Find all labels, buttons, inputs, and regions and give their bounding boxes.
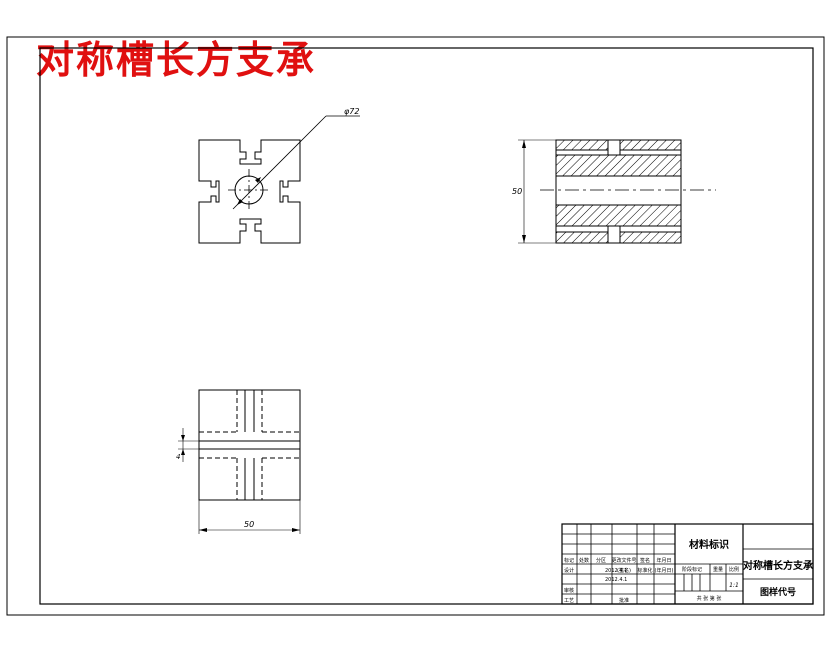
tb-col-label-sign: 签名: [640, 557, 650, 564]
front-profile-outline: [198, 139, 301, 244]
tb-scale: 1:1: [729, 582, 739, 589]
tb-review-date: 2012.4.1: [605, 577, 627, 583]
diameter-label: φ72: [344, 107, 359, 116]
tb-col-label-date: 年月日: [656, 557, 671, 564]
tb-design-date: 2012.4.1: [605, 568, 627, 574]
tb-weight-label: 重量: [713, 566, 723, 573]
diameter-arrow-1: [237, 199, 243, 205]
side-hatch-bottom-right: [619, 231, 682, 244]
tb-approved: 批准: [619, 597, 629, 604]
inner-border: [39, 47, 814, 605]
title-block-text: 材料标识 对称槽长方支承 图样代号 1:1 标记 设计 审核 工艺 处数 分区 …: [564, 538, 813, 604]
side-dim-arrow-top: [522, 140, 526, 148]
top-width-dim: 50: [244, 520, 254, 529]
outer-border: [6, 36, 825, 616]
side-hatch-lower: [555, 204, 682, 227]
diameter-arrow-2: [255, 177, 261, 183]
top-slot-dim: 4: [176, 453, 180, 461]
tb-drawing-code: 图样代号: [760, 586, 796, 598]
tb-row-label-process: 工艺: [564, 598, 574, 604]
tb-row-label-design: 设计: [564, 567, 574, 574]
tb-row-label-mark: 标记: [564, 557, 574, 564]
title-block: [561, 523, 814, 605]
top-width-arrow-1: [199, 528, 207, 532]
side-view: [518, 139, 716, 244]
tb-material-label: 材料标识: [689, 538, 729, 551]
side-hatch-top-left: [555, 139, 609, 151]
side-hatch-top-right: [619, 139, 682, 151]
tb-approval-date: (年月日): [655, 567, 674, 574]
top-outline: [198, 389, 301, 501]
diameter-leader: [232, 115, 327, 210]
top-view: [178, 389, 301, 534]
front-view: [198, 115, 360, 244]
drawing-title: 对称槽长方支承: [36, 37, 317, 82]
side-height-dim: 50: [512, 187, 522, 196]
side-hatch-bottom-left: [555, 231, 609, 244]
side-dim-arrow-bottom: [522, 235, 526, 243]
tb-signature: (签名): [617, 567, 631, 574]
side-outline: [555, 139, 682, 244]
tb-row-label-review: 审核: [564, 587, 574, 594]
tb-batch-label: 阶段标记: [682, 566, 702, 573]
tb-standardization: 标准化: [637, 567, 652, 574]
top-slot-arrow-2: [181, 449, 185, 455]
tb-part-name: 对称槽长方支承: [743, 559, 813, 572]
tb-col-label-count: 处数: [579, 557, 589, 564]
side-hatch-upper: [555, 154, 682, 177]
tb-sheet-info: 共 张 第 张: [697, 595, 722, 602]
top-width-arrow-2: [292, 528, 300, 532]
tb-ratio-label: 比例: [729, 566, 739, 573]
top-slot-arrow-1: [181, 435, 185, 441]
tb-col-label-doc: 更改文件号: [611, 557, 636, 564]
tb-col-label-zone: 分区: [596, 557, 606, 564]
